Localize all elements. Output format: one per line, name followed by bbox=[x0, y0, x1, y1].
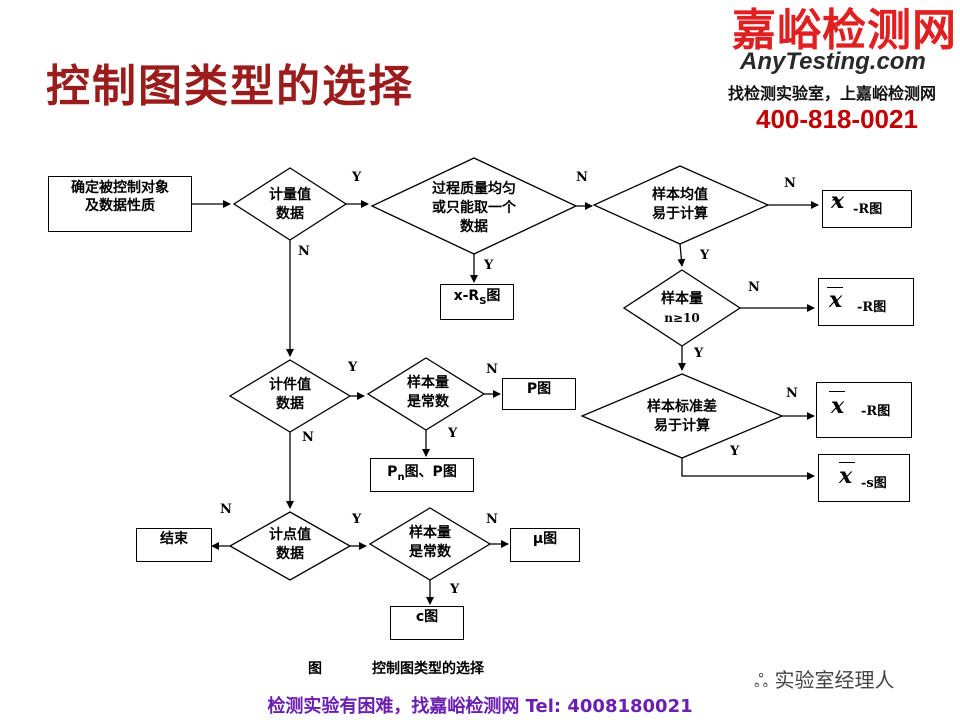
edge-label-n: N bbox=[302, 430, 314, 445]
measure-line-1: 计量值 bbox=[269, 187, 311, 203]
pointconst-line-1: 样本量 bbox=[409, 525, 451, 541]
footer-banner: 检测实验有困难，找嘉峪检测网 Tel: 4008180021 bbox=[267, 696, 693, 717]
xbar-suffix-1: -R图 bbox=[857, 300, 887, 315]
size10-line-2: n≥10 bbox=[664, 311, 700, 325]
logo-slogan: 找检测实验室，上嘉峪检测网 bbox=[728, 84, 937, 103]
diamond-point bbox=[228, 511, 352, 581]
xrs-chart-box: x-RS图 bbox=[440, 284, 514, 320]
start-line-1: 确定被控制对象 bbox=[71, 180, 169, 196]
edge-label-n: N bbox=[486, 362, 498, 377]
measure-line-2: 数据 bbox=[276, 206, 304, 222]
pn-chart-box: Pn图、P图 bbox=[370, 458, 474, 492]
edge-label-n: N bbox=[786, 386, 798, 401]
mu-chart-label: μ图 bbox=[532, 531, 558, 547]
wechat-icon: ஃ bbox=[754, 671, 769, 692]
edge-label-y: Y bbox=[694, 346, 704, 361]
edge-label-y: Y bbox=[352, 512, 362, 527]
caption-text: 控制图类型的选择 bbox=[372, 661, 484, 677]
count-text: 计件值 数据 bbox=[250, 376, 330, 414]
pointconst-text: 样本量 是常数 bbox=[390, 524, 470, 562]
std-text: 样本标准差 易于计算 bbox=[622, 398, 742, 436]
xrs-suffix: 图 bbox=[486, 288, 501, 304]
edge-label-y: Y bbox=[730, 444, 740, 459]
logo-phone: 400-818-0021 bbox=[756, 104, 918, 134]
count-line-2: 数据 bbox=[276, 396, 304, 412]
watermark-text: 实验室经理人 bbox=[774, 668, 895, 692]
start-box: 确定被控制对象 及数据性质 bbox=[48, 176, 192, 232]
process-line-2: 或只能取一个 bbox=[432, 200, 516, 216]
pn-prefix: P bbox=[387, 464, 398, 480]
mean-text: 样本均值 易于计算 bbox=[630, 186, 730, 224]
point-text: 计点值 数据 bbox=[250, 526, 330, 564]
std-line-2: 易于计算 bbox=[654, 418, 710, 434]
end-box: 结束 bbox=[136, 528, 212, 562]
edge-label-n: N bbox=[576, 170, 588, 185]
process-text: 过程质量均匀 或只能取一个 数据 bbox=[404, 180, 544, 237]
edge-label-n: N bbox=[748, 280, 760, 295]
xbar-s-chart-box: x -s图 bbox=[818, 454, 910, 502]
xbar-suffix-2: -R图 bbox=[861, 404, 891, 419]
edge-label-n: N bbox=[486, 512, 498, 527]
c-chart-box: c图 bbox=[390, 606, 464, 640]
measure-text: 计量值 数据 bbox=[250, 186, 330, 224]
edge-label-y: Y bbox=[448, 426, 458, 441]
edge-label-y: Y bbox=[348, 360, 358, 375]
end-label: 结束 bbox=[160, 531, 188, 547]
countconst-text: 样本量 是常数 bbox=[388, 374, 468, 412]
caption-label: 图 bbox=[308, 661, 322, 677]
countconst-line-2: 是常数 bbox=[407, 394, 449, 410]
xrs-label: x-R bbox=[453, 288, 480, 304]
xbar-r-chart-box-1: x -R图 bbox=[818, 278, 914, 326]
mean-line-2: 易于计算 bbox=[652, 206, 708, 222]
start-line-2: 及数据性质 bbox=[85, 198, 155, 214]
process-line-1: 过程质量均匀 bbox=[432, 181, 516, 197]
wechat-watermark: ஃ 实验室经理人 bbox=[754, 664, 894, 694]
bar-mark bbox=[827, 287, 843, 288]
process-line-3: 数据 bbox=[460, 219, 488, 235]
p-chart-box: P图 bbox=[502, 378, 576, 410]
edge-label-y: Y bbox=[450, 582, 460, 597]
edge-label-y: Y bbox=[700, 248, 710, 263]
bar-mark bbox=[839, 462, 855, 463]
edge-label-n: N bbox=[220, 502, 232, 517]
median-r-chart-box: x ~ -R图 bbox=[822, 190, 912, 228]
edge-label-n: N bbox=[298, 244, 310, 259]
xbar-symbol-1: x bbox=[829, 287, 843, 313]
xbar-symbol-2: x bbox=[831, 393, 845, 419]
edge-label-y: Y bbox=[484, 258, 494, 273]
edge-label-n: N bbox=[784, 176, 796, 191]
xbar-s-suffix: -s图 bbox=[861, 476, 887, 491]
size10-text: 样本量 n≥10 bbox=[642, 290, 722, 328]
median-symbol: x bbox=[831, 188, 845, 214]
size10-line-1: 样本量 bbox=[661, 291, 703, 307]
edge-label-y: Y bbox=[352, 170, 362, 185]
xrs-sub: S bbox=[479, 295, 487, 307]
c-chart-label: c图 bbox=[415, 609, 439, 625]
tilde-mark: ~ bbox=[831, 192, 843, 208]
logo-domain: AnyTesting.com bbox=[740, 48, 926, 75]
std-line-1: 样本标准差 bbox=[647, 399, 717, 415]
bar-mark bbox=[829, 391, 845, 392]
logo-brand: 嘉峪检测网 bbox=[732, 5, 957, 56]
count-line-1: 计件值 bbox=[269, 377, 311, 393]
p-chart-label: P图 bbox=[526, 381, 552, 397]
mu-chart-box: μ图 bbox=[510, 528, 580, 562]
pointconst-line-2: 是常数 bbox=[409, 544, 451, 560]
pn-sub: n bbox=[397, 471, 405, 483]
mean-line-1: 样本均值 bbox=[652, 187, 708, 203]
xbar-symbol-s: x bbox=[839, 463, 853, 489]
countconst-line-1: 样本量 bbox=[407, 375, 449, 391]
point-line-1: 计点值 bbox=[269, 527, 311, 543]
pn-suffix: 图、P图 bbox=[404, 464, 457, 480]
median-suffix: -R图 bbox=[853, 202, 883, 217]
page-title: 控制图类型的选择 bbox=[46, 61, 414, 112]
point-line-2: 数据 bbox=[276, 546, 304, 562]
xbar-r-chart-box-2: x -R图 bbox=[816, 382, 912, 438]
